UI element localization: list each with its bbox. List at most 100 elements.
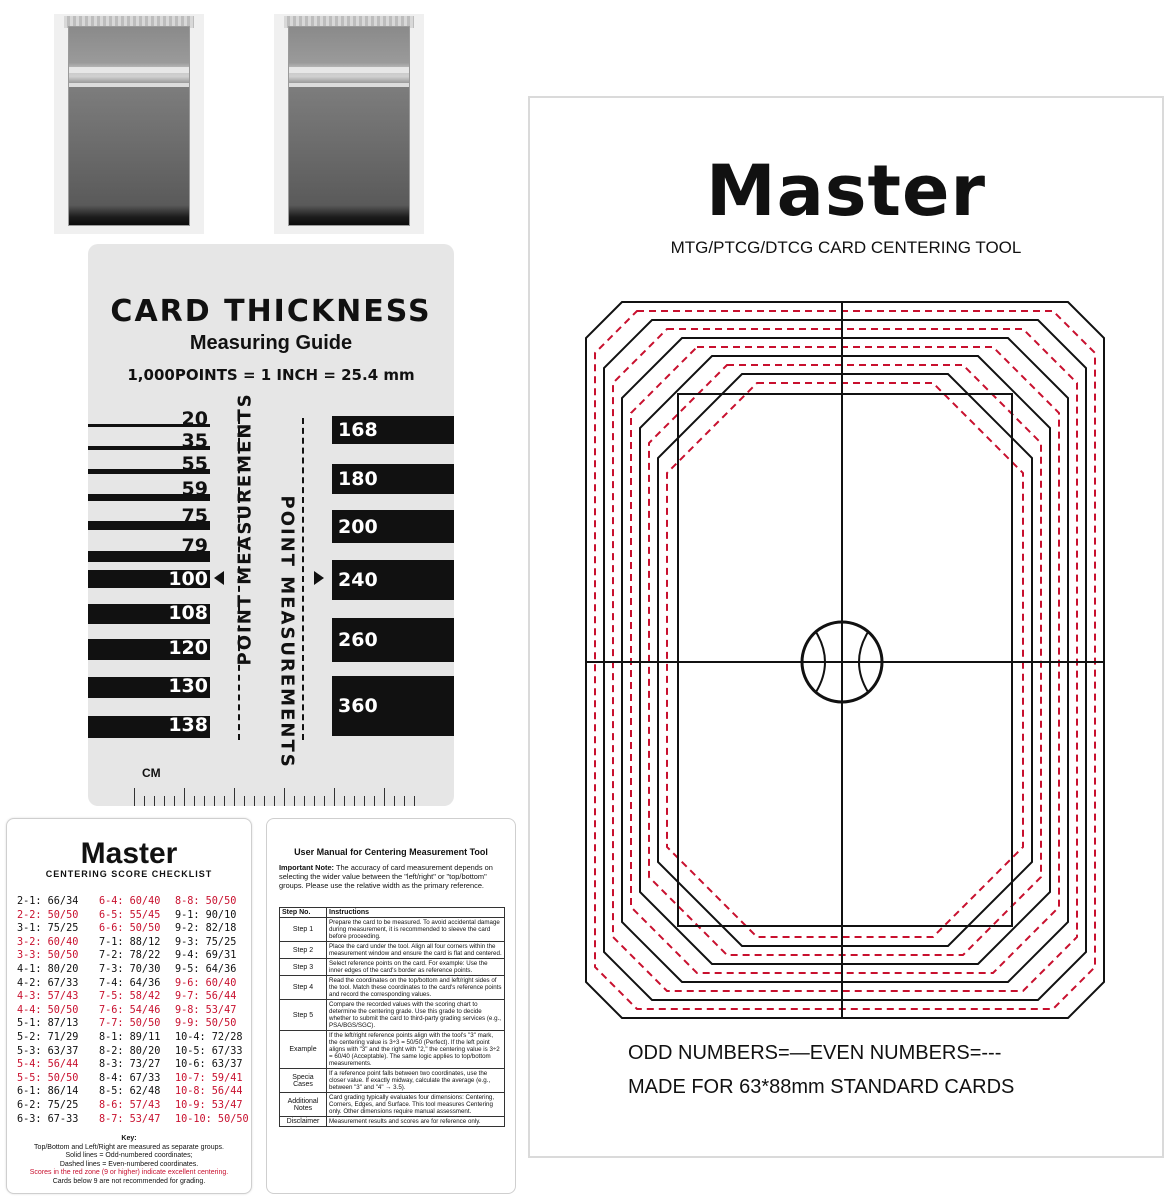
score-entry: 9-1: 90/10 bbox=[175, 909, 237, 921]
instruction-cell: Compare the recorded values with the sco… bbox=[326, 999, 505, 1031]
score-entry: 6-4: 60/40 bbox=[99, 896, 161, 907]
thickness-subtitle: Measuring Guide bbox=[189, 332, 353, 354]
score-entry: 10-5: 67/33 bbox=[175, 1045, 243, 1057]
score-entry: 7-2: 78/22 bbox=[99, 950, 161, 962]
instruction-cell: If a reference point falls between two c… bbox=[326, 1068, 505, 1093]
thickness-value: 35 bbox=[181, 430, 208, 452]
line-legend: ODD NUMBERS=—EVEN NUMBERS=--- bbox=[628, 1042, 1002, 1064]
score-entry: 10-6: 63/37 bbox=[175, 1059, 243, 1071]
score-entry: 9-5: 64/36 bbox=[175, 963, 237, 975]
score-entry: 8-5: 62/48 bbox=[99, 1086, 161, 1098]
step-cell: Step 3 bbox=[279, 958, 327, 976]
divider-line bbox=[238, 418, 240, 740]
card-thickness-guide: CARD THICKNESS Measuring Guide 1,000POIN… bbox=[88, 244, 454, 806]
ruler-tick bbox=[264, 796, 265, 806]
ruler-tick bbox=[224, 796, 225, 806]
score-entry: 8-2: 80/20 bbox=[99, 1045, 161, 1057]
ruler-tick bbox=[344, 796, 345, 806]
guide-line bbox=[657, 373, 1033, 947]
thickness-value: 79 bbox=[181, 535, 208, 557]
ruler-tick bbox=[304, 796, 305, 806]
guide-line bbox=[594, 310, 1096, 1010]
thickness-bar: 168 bbox=[332, 416, 454, 444]
ruler-tick bbox=[394, 796, 395, 806]
score-entry: 6-1: 86/14 bbox=[17, 1086, 79, 1098]
thickness-value: 120 bbox=[168, 637, 208, 659]
thickness-bar: 260 bbox=[332, 618, 454, 662]
thickness-bar bbox=[88, 521, 210, 530]
score-entry: 9-3: 75/25 bbox=[175, 936, 237, 948]
thickness-value: 59 bbox=[181, 478, 208, 500]
score-entry: 10-8: 56/44 bbox=[175, 1086, 243, 1098]
guide-line bbox=[630, 346, 1060, 974]
checklist-key: Key: Top/Bottom and Left/Right are measu… bbox=[29, 1135, 229, 1185]
centering-tool-card: Master MTG/PTCG/DTCG CARD CENTERING TOOL… bbox=[528, 96, 1164, 1158]
score-entry: 3-3: 50/50 bbox=[17, 950, 79, 962]
ruler-tick bbox=[354, 796, 355, 806]
ruler-tick bbox=[314, 796, 315, 806]
thickness-bar bbox=[88, 604, 210, 624]
ruler-tick bbox=[274, 796, 275, 806]
ruler-tick bbox=[244, 796, 245, 806]
user-manual-card: User Manual for Centering Measurement To… bbox=[266, 818, 516, 1194]
instruction-cell: Read the coordinates on the top/bottom a… bbox=[326, 975, 505, 1000]
thickness-bar bbox=[88, 716, 210, 738]
centering-grid bbox=[585, 301, 1105, 1019]
instruction-cell: Card grading typically evaluates four di… bbox=[326, 1092, 505, 1117]
score-entry: 5-5: 50/50 bbox=[17, 1072, 79, 1084]
ruler-tick bbox=[324, 796, 325, 806]
card-size-note: MADE FOR 63*88mm STANDARD CARDS bbox=[628, 1076, 1015, 1098]
instruction-cell: If the left/right reference points align… bbox=[326, 1030, 505, 1069]
instruction-cell: Place the card under the tool. Align all… bbox=[326, 941, 505, 959]
thickness-bar bbox=[88, 677, 210, 698]
score-entry: 10-4: 72/28 bbox=[175, 1031, 243, 1043]
score-entry: 4-1: 80/20 bbox=[17, 963, 79, 975]
ruler-tick bbox=[414, 796, 415, 806]
step-cell: Step 2 bbox=[279, 941, 327, 959]
thickness-value: 138 bbox=[168, 714, 208, 736]
guide-line bbox=[603, 319, 1087, 1001]
step-cell: Step 5 bbox=[279, 999, 327, 1031]
ruler-tick bbox=[404, 796, 405, 806]
ruler-tick bbox=[194, 796, 195, 806]
thickness-bar bbox=[88, 570, 210, 588]
ruler-tick bbox=[234, 788, 235, 806]
thickness-bar bbox=[88, 424, 210, 427]
thickness-bar bbox=[88, 639, 210, 660]
card-sleeve-pack bbox=[54, 14, 204, 234]
thickness-bar bbox=[88, 446, 210, 450]
step-cell: Disclaimer bbox=[279, 1116, 327, 1127]
manual-note: Important Note: The accuracy of card mea… bbox=[279, 863, 493, 890]
ruler-tick bbox=[384, 788, 385, 806]
score-entry: 6-2: 75/25 bbox=[17, 1099, 79, 1111]
score-entry: 9-8: 53/47 bbox=[175, 1004, 237, 1016]
guide-line bbox=[612, 328, 1078, 992]
ruler-tick bbox=[144, 796, 145, 806]
thickness-bar bbox=[88, 494, 210, 501]
divider-line bbox=[302, 418, 304, 740]
score-entry: 9-2: 82/18 bbox=[175, 923, 237, 935]
ruler-tick bbox=[294, 796, 295, 806]
ruler-tick bbox=[164, 796, 165, 806]
guide-line bbox=[648, 364, 1042, 956]
ruler-tick bbox=[334, 788, 335, 806]
score-entry: 6-3: 67-33 bbox=[17, 1113, 79, 1125]
step-cell: Step 1 bbox=[279, 917, 327, 942]
step-cell: Specia Cases bbox=[279, 1068, 327, 1093]
score-entry: 5-4: 56/44 bbox=[17, 1059, 79, 1071]
score-entry: 3-2: 60/40 bbox=[17, 936, 79, 948]
score-entry: 9-6: 60/40 bbox=[175, 977, 237, 989]
score-entry: 10-7: 59/41 bbox=[175, 1072, 243, 1084]
score-entry: 6-5: 55/45 bbox=[99, 909, 161, 921]
column-header: Instructions bbox=[326, 907, 505, 918]
score-entry: 8-3: 73/27 bbox=[99, 1059, 161, 1071]
